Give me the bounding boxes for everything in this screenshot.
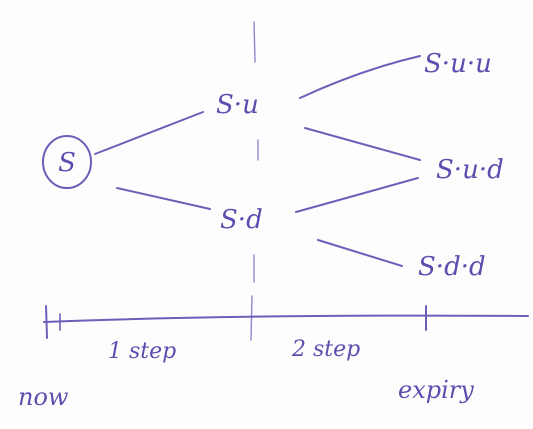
step2-label: 2 step (291, 337, 360, 362)
branch-root-to-up (94, 111, 204, 155)
node-down-label: S·d (220, 205, 263, 235)
node-root-label: S (58, 148, 76, 178)
step-divider-line (250, 21, 259, 341)
node-upup-label: S·u·u (424, 49, 492, 79)
node-updown-label: S·u·d (436, 155, 504, 185)
branch-root-to-down (116, 187, 211, 210)
expiry-label: expiry (398, 376, 474, 404)
time-axis-line (43, 314, 529, 323)
branch-down-to-updown (295, 177, 419, 213)
step1-label: 1 step (108, 339, 176, 364)
branch-up-to-updown (304, 127, 421, 161)
now-label: now (18, 383, 69, 411)
root-node-circle (42, 135, 92, 189)
branch-up-to-upup (299, 55, 421, 99)
branch-down-to-downdown (317, 239, 403, 267)
node-downdown-label: S·d·d (418, 252, 486, 282)
node-up-label: S·u (216, 90, 259, 120)
axis-tick-now (45, 305, 48, 339)
